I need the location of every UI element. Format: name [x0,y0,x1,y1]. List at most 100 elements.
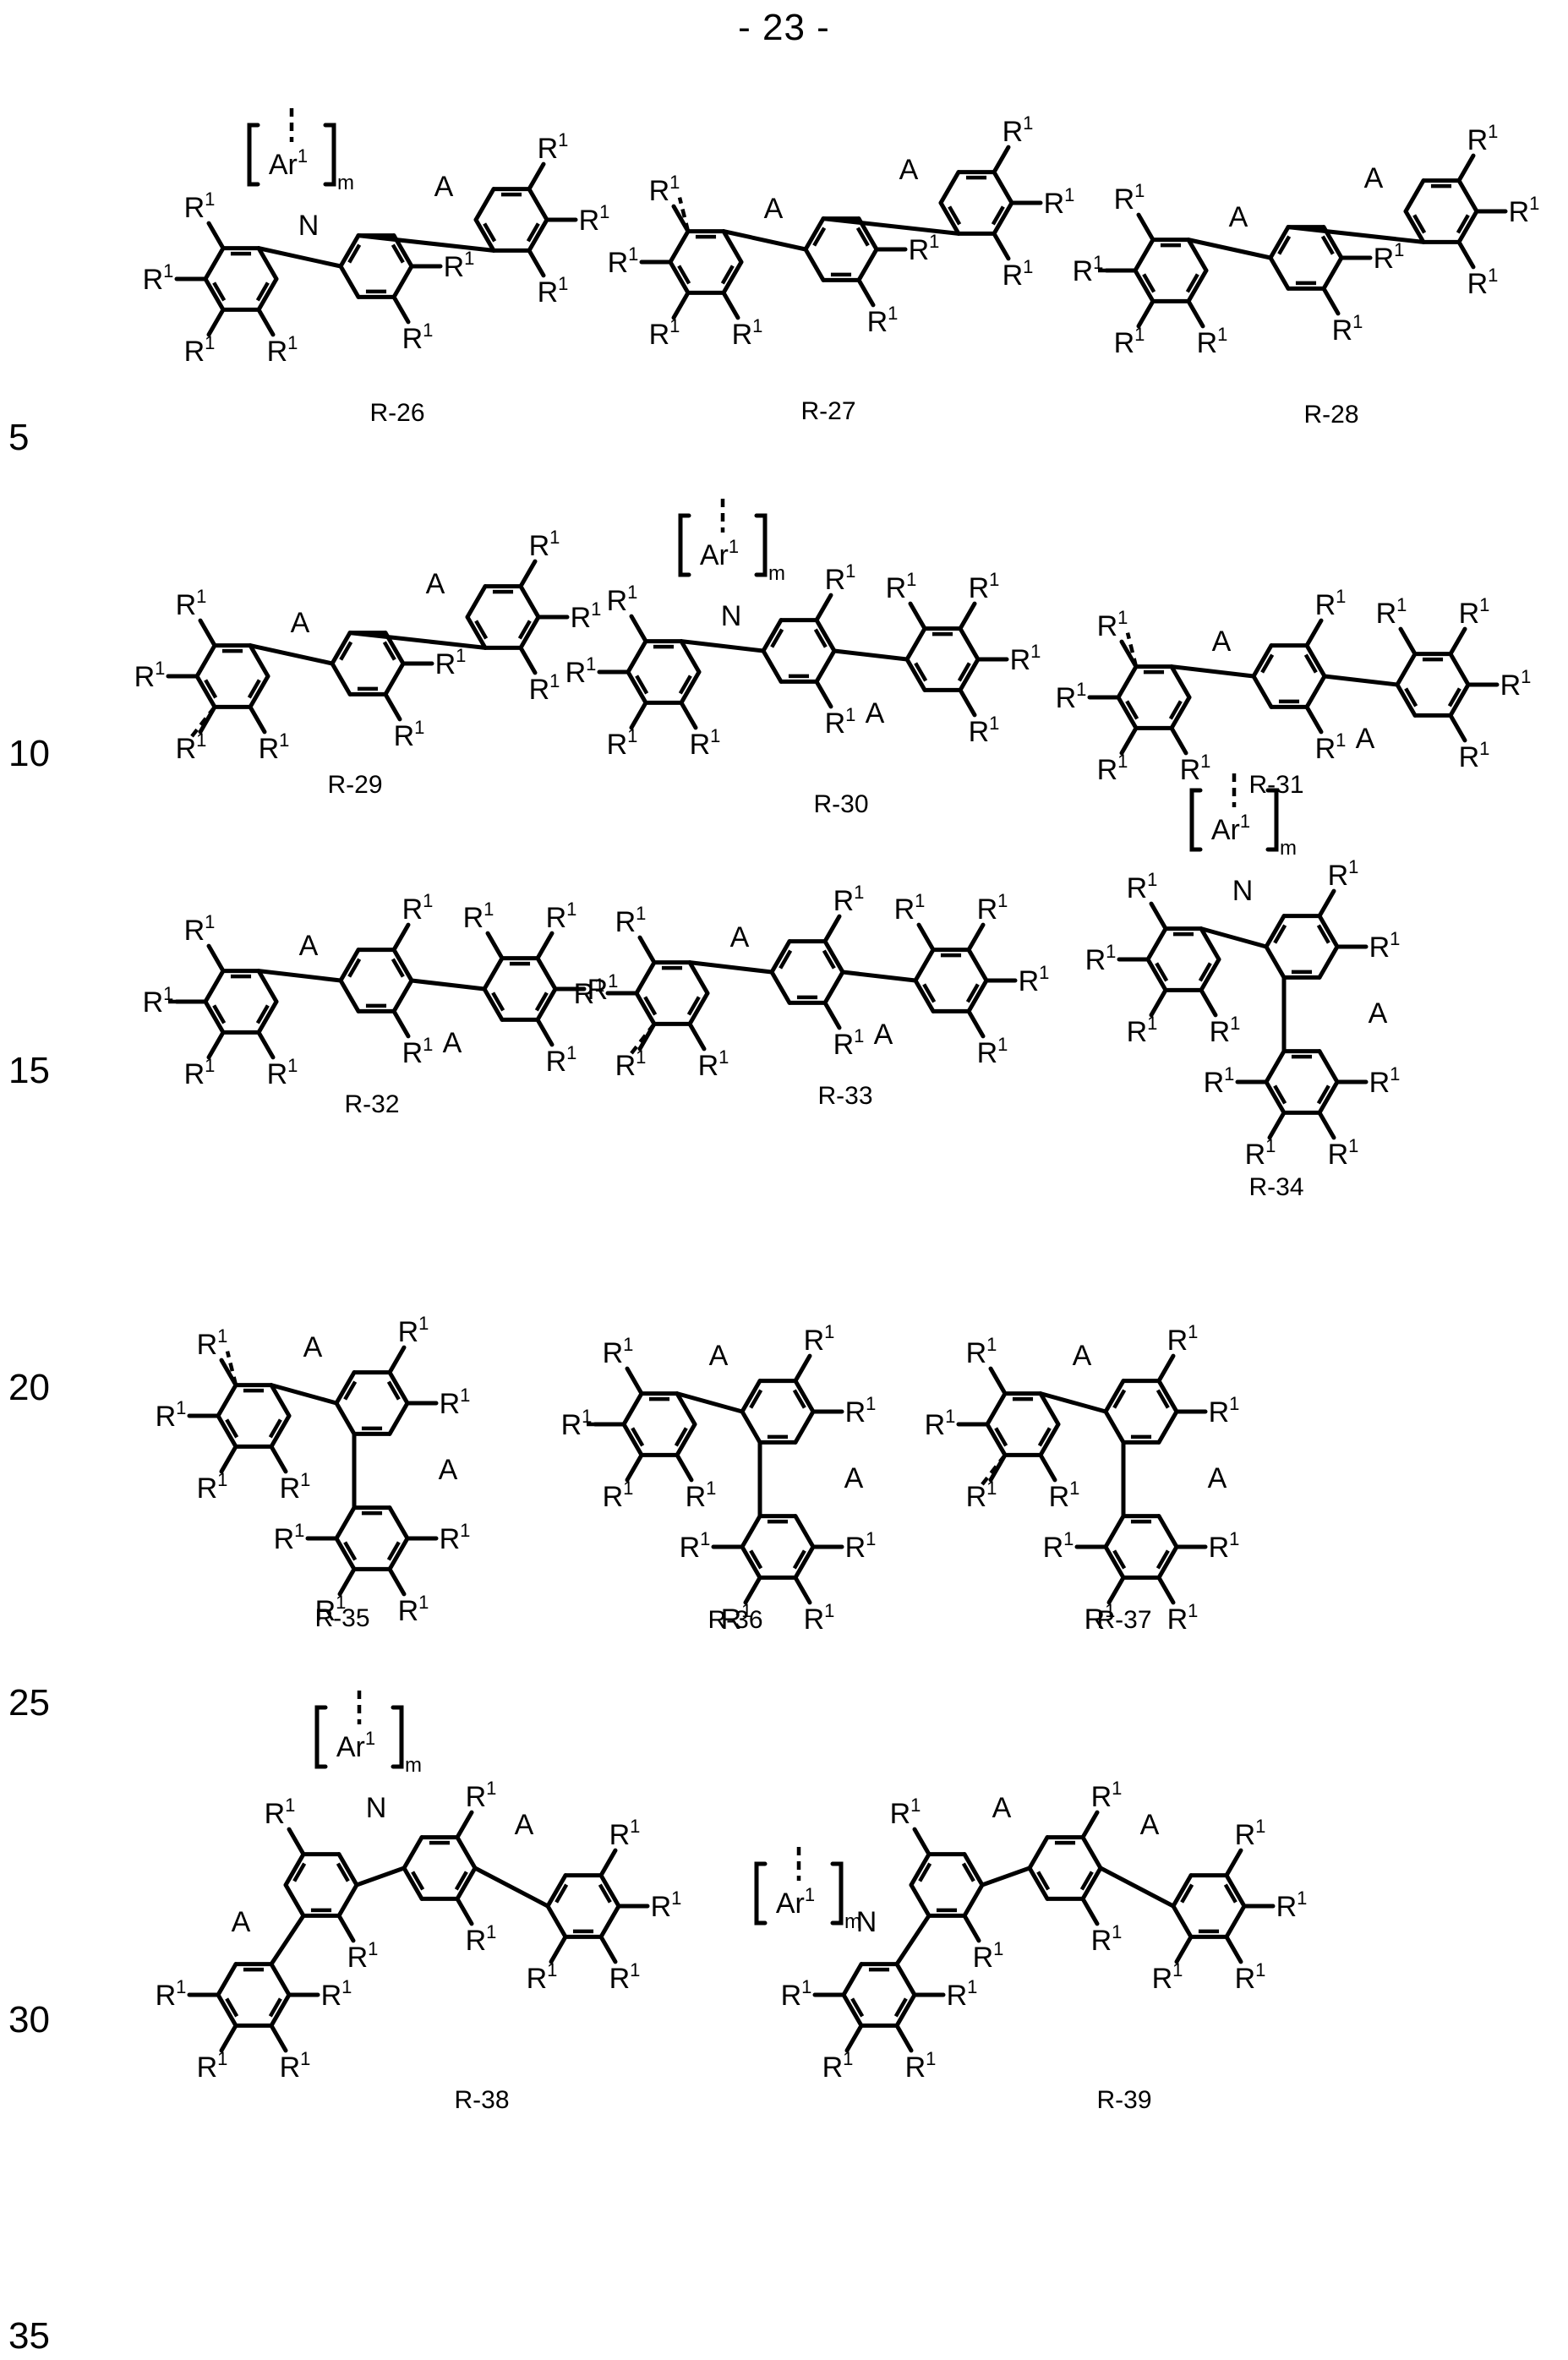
substituent-label: R1 [402,1034,434,1069]
substituent-label: R1 [1467,121,1499,156]
repeat-subscript: m [844,1910,861,1933]
substituent-label: R1 [267,1055,298,1090]
substituent-label: R1 [977,890,1008,926]
substituent-label: R1 [546,1042,577,1078]
substituent-label: R1 [649,172,680,207]
substituent-label: R1 [156,1976,187,2012]
substituent-label: R1 [833,882,865,917]
substituent-label: R1 [822,2048,854,2084]
structure-label: R-38 [454,2086,510,2114]
substituent-label: R1 [1097,607,1128,642]
heteroatom-a: A [844,1462,864,1494]
aryl-label: Ar1 [776,1884,815,1920]
substituent-label: R1 [1097,751,1128,786]
substituent-label: R1 [867,303,899,338]
substituent-label: R1 [265,1795,296,1830]
substituent-label: R1 [1210,1013,1241,1048]
heteroatom-a: A [1140,1809,1160,1841]
repeat-subscript: m [405,1754,422,1777]
substituent-label: R1 [466,1778,497,1813]
substituent-label: R1 [925,1406,956,1441]
substituent-label: R1 [905,2048,937,2084]
substituent-label: R1 [435,645,467,680]
heteroatom-a: A [1073,1340,1092,1372]
substituent-label: R1 [538,273,569,309]
substituent-label: R1 [1467,265,1499,300]
heteroatom-a: A [1208,1462,1227,1494]
substituent-label: R1 [1152,1959,1183,1995]
heteroatom-a: A [232,1906,251,1938]
substituent-label: R1 [686,1478,717,1513]
substituent-label: R1 [894,890,926,926]
heteroatom-a: A [1212,626,1232,658]
substituent-label: R1 [197,2048,228,2084]
repeat-subscript: m [337,172,354,194]
substituent-label: R1 [143,260,174,296]
substituent-label: R1 [1167,1321,1199,1357]
substituent-label: R1 [538,129,569,165]
substituent-label: R1 [615,903,647,938]
substituent-label: R1 [1127,869,1158,904]
substituent-label: R1 [527,1959,558,1995]
substituent-label: R1 [1376,594,1407,630]
substituent-label: R1 [1235,1959,1266,1995]
substituent-label: R1 [804,1600,835,1636]
heteroatom-a: A [303,1331,323,1363]
heteroatom-a: A [764,193,784,225]
structure-label: R-29 [327,771,383,799]
substituent-label: R1 [156,1397,187,1433]
substituent-label: R1 [1374,239,1405,275]
substituent-label: R1 [1197,324,1228,359]
substituent-label: R1 [909,231,940,266]
substituent-label: R1 [176,586,207,621]
substituent-label: R1 [184,911,216,947]
substituent-label: R1 [969,713,1000,748]
substituent-label: R1 [1019,962,1050,997]
substituent-label: R1 [1044,184,1075,220]
heteroatom-a: A [443,1027,462,1059]
substituent-label: R1 [1315,586,1347,621]
substituent-label: R1 [440,1385,471,1420]
substituent-label: R1 [1003,112,1034,148]
nitrogen-atom: N [856,1906,877,1938]
structure-label: R-32 [344,1090,400,1118]
substituent-label: R1 [1369,1063,1401,1099]
substituent-label: R1 [1003,256,1034,292]
line-number: 20 [8,1367,50,1408]
substituent-label: R1 [609,1816,641,1851]
line-number: 30 [8,1999,50,2040]
heteroatom-a: A [434,171,454,203]
substituent-label: R1 [680,1528,711,1564]
substituent-label: R1 [1459,738,1490,773]
substituent-label: R1 [603,1334,634,1369]
substituent-label: R1 [1091,1778,1123,1813]
substituent-label: R1 [969,569,1000,604]
substituent-label: R1 [321,1976,352,2012]
substituent-label: R1 [651,1887,682,1923]
substituent-label: R1 [804,1321,835,1357]
substituent-label: R1 [134,658,166,693]
structure-label: R-33 [817,1082,873,1110]
substituent-label: R1 [1509,193,1540,228]
substituent-label: R1 [565,653,597,689]
substituent-label: R1 [546,899,577,934]
substituent-label: R1 [603,1478,634,1513]
